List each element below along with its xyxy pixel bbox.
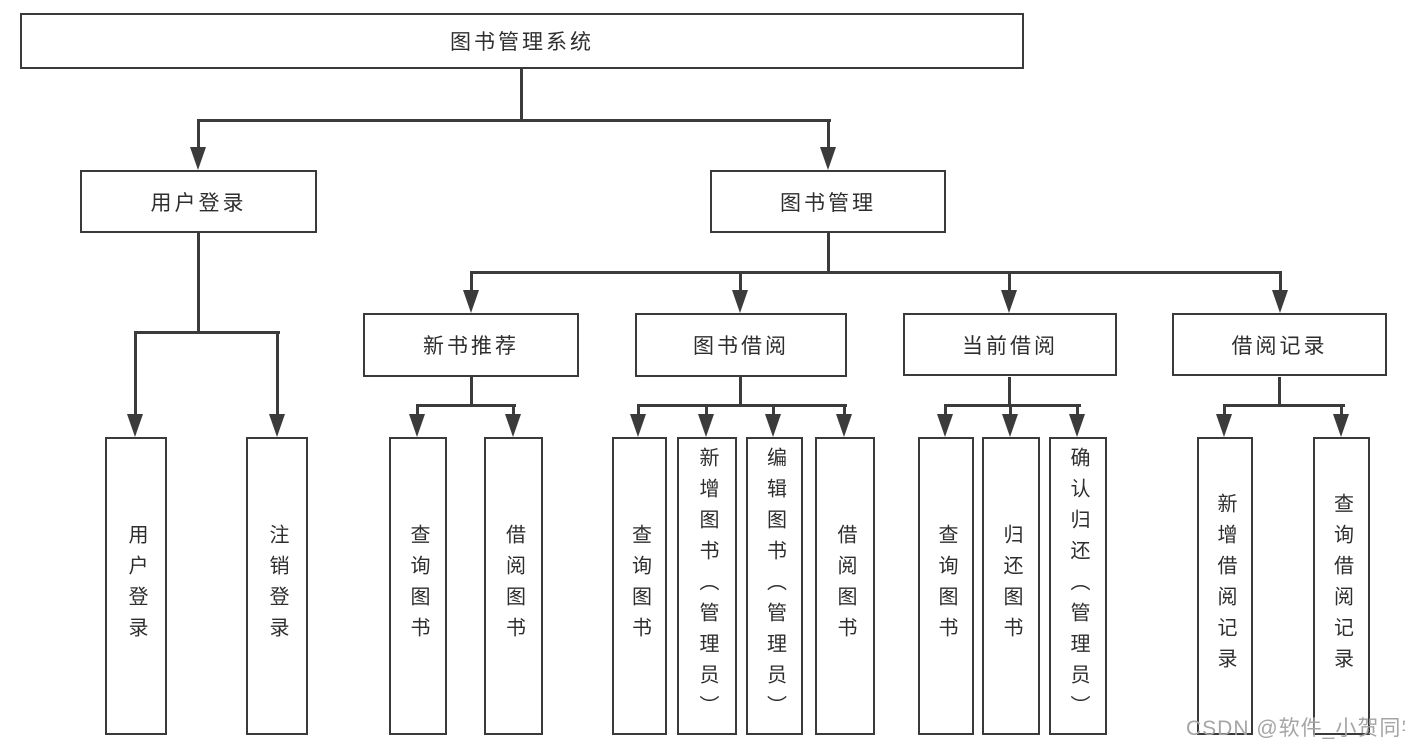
arrow-down-icon (505, 414, 521, 437)
leaf-label: 注销登录 (266, 524, 288, 648)
leaf-label: 查询图书 (628, 524, 651, 648)
connector-line (1076, 404, 1079, 418)
leaf-logout: 注销登录 (246, 437, 308, 735)
leaf-label: 编辑图书（管理员） (763, 446, 786, 726)
connector-line (1009, 404, 1012, 418)
leaf-label: 新增图书（管理员） (696, 446, 718, 726)
arrow-down-icon (1002, 414, 1018, 437)
connector-line (1340, 404, 1343, 418)
node-book-management: 图书管理 (710, 170, 946, 233)
arrow-down-icon (630, 414, 646, 437)
connector-line (739, 377, 742, 407)
connector-line (416, 404, 516, 407)
connector-line (416, 404, 419, 418)
connector-line (637, 404, 847, 407)
node-library-management-system: 图书管理系统 (20, 13, 1024, 69)
arrow-down-icon (937, 414, 953, 437)
leaf-borrow-books-recommend: 借阅图书 (484, 437, 543, 735)
arrow-down-icon (732, 290, 748, 313)
leaf-query-books-borrowing: 查询图书 (612, 437, 667, 735)
arrow-down-icon (190, 147, 206, 170)
connector-line (827, 119, 830, 152)
arrow-down-icon (1001, 290, 1017, 313)
node-label: 图书管理系统 (450, 31, 594, 54)
arrow-down-icon (127, 414, 143, 437)
connector-line (470, 271, 1282, 274)
leaf-label: 借阅图书 (834, 524, 856, 648)
connector-line (470, 271, 473, 294)
leaf-return-books: 归还图书 (982, 437, 1040, 735)
connector-line (739, 271, 742, 294)
leaf-label: 新增借阅记录 (1214, 493, 1236, 679)
connector-line (1223, 404, 1345, 407)
leaf-borrow-books: 借阅图书 (815, 437, 875, 735)
connector-line (843, 404, 846, 418)
connector-line (134, 331, 280, 334)
arrow-down-icon (820, 147, 836, 170)
leaf-query-books-recommend: 查询图书 (389, 437, 447, 735)
connector-line (134, 331, 137, 417)
arrow-down-icon (1069, 414, 1085, 437)
connector-line (197, 233, 200, 334)
leaf-confirm-return-admin: 确认归还（管理员） (1049, 437, 1107, 735)
arrow-down-icon (1333, 414, 1349, 437)
arrow-down-icon (698, 414, 714, 437)
leaf-label: 查询图书 (935, 524, 957, 648)
connector-line (512, 404, 515, 418)
node-new-book-recommendation: 新书推荐 (363, 313, 579, 377)
connector-line (1008, 377, 1011, 407)
connector-line (1278, 377, 1281, 407)
leaf-label: 确认归还（管理员） (1067, 446, 1089, 726)
connector-line (827, 233, 830, 274)
leaf-label: 用户登录 (125, 524, 147, 648)
node-label: 图书借阅 (693, 335, 789, 358)
node-user-login: 用户登录 (80, 170, 317, 233)
leaf-query-borrow-record: 查询借阅记录 (1313, 437, 1370, 735)
connector-line (944, 404, 947, 418)
leaf-edit-books-admin: 编辑图书（管理员） (746, 437, 803, 735)
arrow-down-icon (269, 414, 285, 437)
connector-line (637, 404, 640, 418)
connector-line (276, 331, 279, 417)
leaf-label: 归还图书 (1000, 524, 1022, 648)
leaf-query-books-current: 查询图书 (918, 437, 974, 735)
connector-line (1008, 271, 1011, 294)
arrow-down-icon (1216, 414, 1232, 437)
connector-line (520, 69, 523, 121)
connector-line (705, 404, 708, 418)
leaf-add-borrow-record: 新增借阅记录 (1197, 437, 1253, 735)
connector-line (772, 404, 775, 418)
connector-line (470, 377, 473, 407)
arrow-down-icon (409, 414, 425, 437)
leaf-label: 借阅图书 (502, 524, 525, 648)
connector-line (944, 404, 1081, 407)
arrow-down-icon (1272, 290, 1288, 313)
arrow-down-icon (765, 414, 781, 437)
node-label: 用户登录 (150, 191, 247, 215)
connector-line (1223, 404, 1226, 418)
connector-line (1279, 271, 1282, 294)
leaf-label: 查询借阅记录 (1330, 493, 1353, 679)
connector-line (197, 119, 831, 122)
connector-line (197, 119, 200, 152)
node-book-borrowing: 图书借阅 (635, 313, 847, 377)
node-label: 新书推荐 (423, 335, 519, 358)
node-label: 借阅记录 (1231, 334, 1328, 358)
node-borrowing-records: 借阅记录 (1172, 313, 1387, 376)
leaf-label: 查询图书 (407, 524, 429, 648)
node-current-borrowing: 当前借阅 (903, 313, 1117, 376)
node-label: 图书管理 (780, 191, 876, 215)
node-label: 当前借阅 (962, 334, 1058, 358)
leaf-add-books-admin: 新增图书（管理员） (677, 437, 737, 735)
arrow-down-icon (463, 290, 479, 313)
arrow-down-icon (836, 414, 852, 437)
csdn-watermark: CSDN @软件_小贺同学 (1186, 717, 1405, 740)
leaf-user-login: 用户登录 (105, 437, 167, 735)
